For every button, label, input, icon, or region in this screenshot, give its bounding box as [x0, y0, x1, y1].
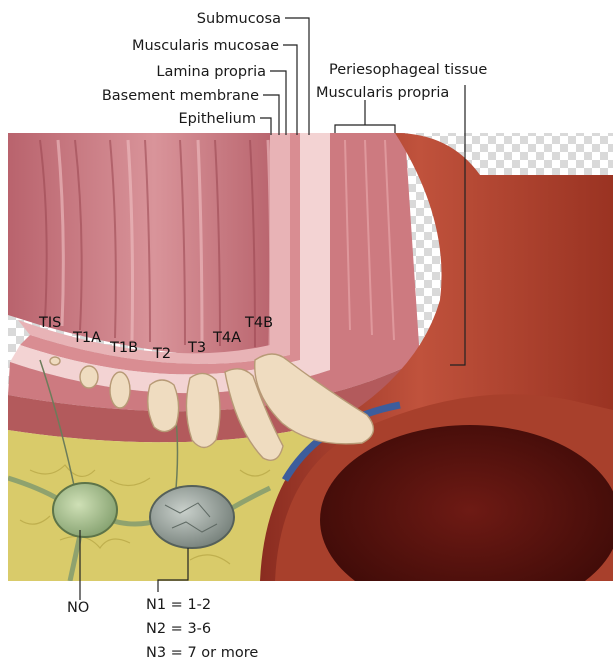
stage-label-t4b: T4B [244, 315, 273, 331]
label-periesophageal-tissue: Periesophageal tissue [329, 62, 487, 78]
normal-lymph-node [53, 483, 117, 537]
label-epithelium: Epithelium [178, 111, 256, 127]
label-muscularis-propria: Muscularis propria [316, 85, 449, 101]
node-label-n2: N2 = 3-6 [146, 621, 211, 637]
label-muscularis-mucosae: Muscularis mucosae [132, 38, 279, 54]
anatomy-illustration [8, 133, 613, 615]
label-lamina-propria: Lamina propria [156, 64, 266, 80]
node-label-n3: N3 = 7 or more [146, 645, 258, 661]
stage-label-t3: T3 [187, 340, 206, 356]
positive-lymph-node [150, 486, 234, 548]
leader-epithelium [260, 118, 271, 135]
label-submucosa: Submucosa [197, 11, 281, 27]
aorta-lumen [320, 425, 613, 615]
leader-lamina-propria [270, 71, 286, 135]
stage-label-t4a: T4A [212, 330, 241, 346]
tumor-tis [50, 357, 60, 365]
node-label-n0: NO [67, 600, 89, 616]
tumor-t3 [186, 373, 220, 447]
node-label-n1: N1 = 1-2 [146, 597, 211, 613]
tumor-t2 [148, 380, 179, 432]
tumor-t1b [110, 372, 130, 408]
stage-label-t1a: T1A [72, 330, 101, 346]
leader-muscularis-mucosae [283, 45, 297, 135]
stage-label-tis: TIS [38, 315, 61, 331]
stage-label-t1b: T1B [109, 340, 138, 356]
leader-muscularis-propria [335, 100, 395, 133]
tumor-t1a [80, 366, 98, 388]
label-basement-membrane: Basement membrane [102, 88, 259, 104]
stage-label-t2: T2 [152, 346, 171, 362]
